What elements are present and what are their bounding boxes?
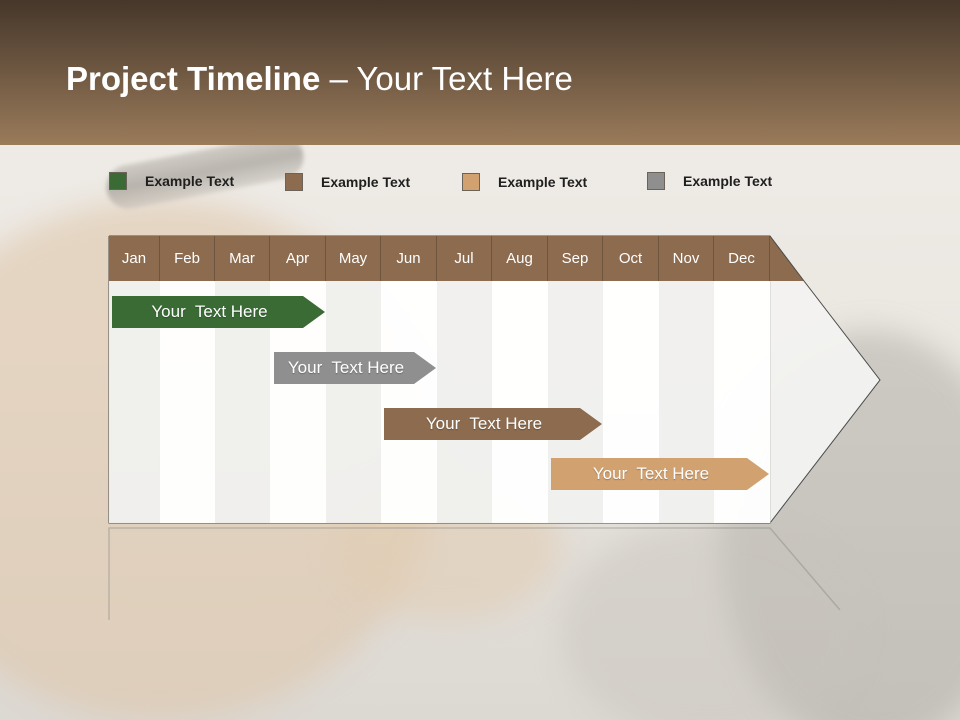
legend-swatch [109,172,127,190]
legend-label: Example Text [145,173,235,189]
month-label-jul: Jul [437,236,492,281]
slide-title[interactable]: Project Timeline – Your Text Here [66,60,573,98]
month-column [326,281,381,523]
legend-item-4: Example Text [647,170,772,192]
month-label-nov: Nov [659,236,714,281]
task-bar-label: Your Text Here [287,358,405,377]
month-label-dec: Dec [714,236,770,281]
task-bar-label: Your Text Here [151,302,268,321]
timeline-reflection [108,527,841,620]
month-label-aug: Aug [492,236,548,281]
title-rest: – Your Text Here [320,60,573,97]
month-column [437,281,492,523]
legend-label: Example Text [683,173,773,189]
legend-label: Example Text [321,174,411,190]
legend-item-3: Example Text [462,171,587,193]
month-column [492,281,548,523]
task-bar-1[interactable]: Your Text Here [112,296,325,328]
month-label-oct: Oct [603,236,659,281]
legend-swatch [462,173,480,191]
task-bar-label: Your Text Here [425,414,543,433]
legend-swatch [647,172,665,190]
timeline-outline [108,235,881,524]
slide-header: Project Timeline – Your Text Here [0,0,960,145]
month-label-apr: Apr [270,236,326,281]
month-label-mar: Mar [215,236,270,281]
month-column [381,281,437,523]
arrow-head [770,236,880,523]
month-label-jan: Jan [109,236,160,281]
month-label-may: May [326,236,381,281]
month-label-feb: Feb [160,236,215,281]
legend-item-2: Example Text [285,171,410,193]
month-label-sep: Sep [548,236,603,281]
task-bar-4[interactable]: Your Text Here [551,458,769,490]
legend-item-1: Example Text [109,170,234,192]
task-bar-label: Your Text Here [592,464,710,483]
title-bold: Project Timeline [66,60,321,97]
legend-label: Example Text [498,174,588,190]
legend-swatch [285,173,303,191]
task-bar-2[interactable]: Your Text Here [274,352,436,384]
month-label-jun: Jun [381,236,437,281]
task-bar-3[interactable]: Your Text Here [384,408,602,440]
